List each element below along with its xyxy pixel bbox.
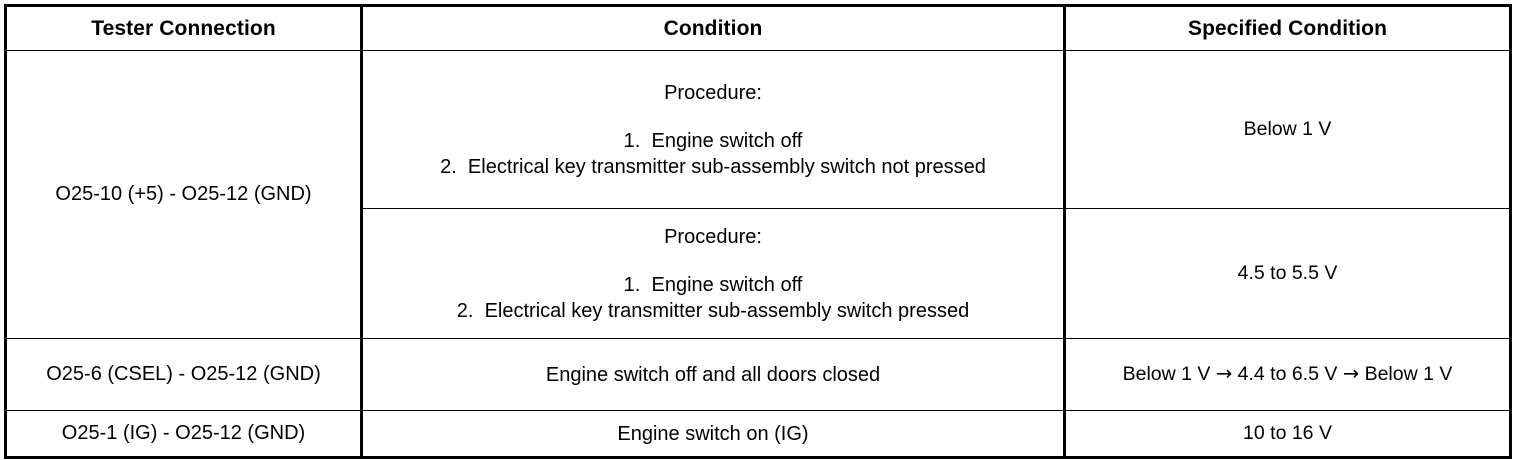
step-number: 2. — [440, 155, 457, 178]
table-row: O25-1 (IG) - O25-12 (GND) Engine switch … — [5, 410, 1511, 458]
step-number: 1. — [623, 129, 641, 152]
column-header-tester-connection: Tester Connection — [5, 5, 363, 51]
specified-value-second: 4.4 to 6.5 V — [1237, 363, 1338, 386]
inspection-spec-table: Tester Connection Condition Specified Co… — [4, 4, 1512, 459]
procedure-label: Procedure: — [664, 225, 762, 248]
cell-tester-connection-o25-1: O25-1 (IG) - O25-12 (GND) — [5, 410, 363, 458]
procedure-step: 2. Electrical key transmitter sub-assemb… — [369, 298, 1057, 324]
cell-condition-doors-closed: Engine switch off and all doors closed — [361, 338, 1066, 411]
procedure-step: 2. Electrical key transmitter sub-assemb… — [369, 154, 1057, 180]
step-number: 2. — [456, 299, 474, 322]
cell-specified-voltage-sequence: Below 1 V → 4.4 to 6.5 V → Below 1 V — [1064, 338, 1511, 411]
column-header-specified-condition: Specified Condition — [1064, 5, 1511, 51]
cell-condition-engine-switch-on: Engine switch on (IG) — [361, 410, 1066, 458]
procedure-step-list: 1. Engine switch off 2. Electrical key t… — [369, 128, 1057, 180]
table-body: O25-10 (+5) - O25-12 (GND) Procedure: 1.… — [5, 50, 1511, 458]
step-text: Electrical key transmitter sub-assembly … — [484, 299, 970, 322]
procedure-label: Procedure: — [664, 81, 762, 104]
arrow-right-icon: → — [1342, 362, 1360, 386]
cell-tester-connection-o25-6: O25-6 (CSEL) - O25-12 (GND) — [5, 338, 363, 411]
column-header-condition: Condition — [361, 5, 1066, 51]
table-row: O25-10 (+5) - O25-12 (GND) Procedure: 1.… — [5, 50, 1511, 339]
procedure-step-list: 1. Engine switch off 2. Electrical key t… — [369, 272, 1057, 324]
procedure-step: 1. Engine switch off — [369, 128, 1057, 154]
table-row: O25-6 (CSEL) - O25-12 (GND) Engine switc… — [5, 338, 1511, 411]
cell-specified-10-to-16v: 10 to 16 V — [1064, 410, 1511, 458]
arrow-right-icon: → — [1215, 362, 1233, 386]
specified-value-first: Below 1 V — [1122, 363, 1211, 386]
table-row: Procedure: 1. Engine switch off 2. Elect… — [6, 208, 1511, 339]
cell-condition-o25-10-not-pressed: Procedure: 1. Engine switch off 2. Elect… — [361, 50, 1066, 209]
step-number: 1. — [623, 273, 641, 296]
step-text: Engine switch off — [651, 129, 803, 152]
table-header-row: Tester Connection Condition Specified Co… — [5, 5, 1511, 51]
cell-specified-4-5-to-5-5v: 4.5 to 5.5 V — [1064, 208, 1511, 339]
step-text: Engine switch off — [651, 273, 803, 296]
cell-specified-below-1v: Below 1 V — [1064, 50, 1511, 209]
cell-tester-connection-o25-10: O25-10 (+5) - O25-12 (GND) — [5, 50, 363, 339]
specified-value-third: Below 1 V — [1364, 363, 1453, 386]
procedure-step: 1. Engine switch off — [369, 272, 1057, 298]
step-text: Electrical key transmitter sub-assembly … — [467, 155, 986, 178]
table-header: Tester Connection Condition Specified Co… — [5, 5, 1511, 51]
cell-condition-o25-10-pressed: Procedure: 1. Engine switch off 2. Elect… — [361, 208, 1066, 339]
